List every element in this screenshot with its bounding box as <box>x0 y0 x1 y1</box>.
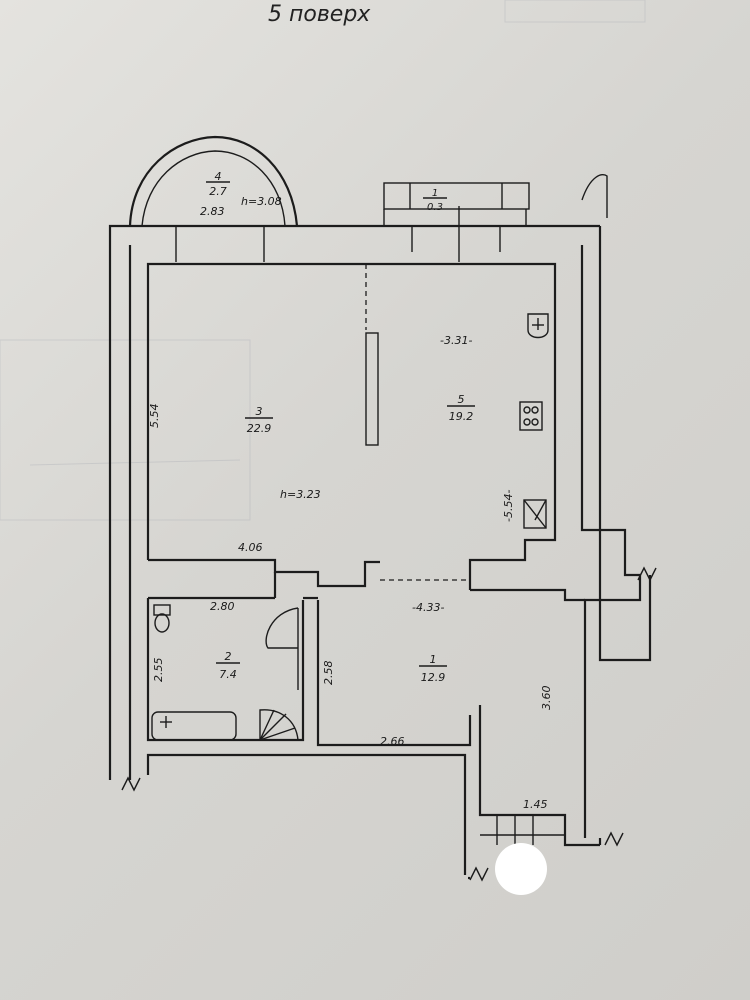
loggia-number: 1 <box>432 188 438 199</box>
balcony-labels: 4 2.7 2.83 h=3.08 <box>200 170 282 218</box>
wardrobe-partition <box>365 332 379 446</box>
room3-width: 4.06 <box>238 541 263 554</box>
balcony-height: h=3.08 <box>241 195 282 208</box>
toilet-icon <box>153 604 171 633</box>
room3-height: h=3.23 <box>280 488 321 501</box>
room3-area: 22.9 <box>247 422 272 435</box>
stove-icon <box>519 401 543 431</box>
loggia-area: 0.3 <box>427 202 443 213</box>
background-stamp <box>0 0 646 521</box>
hall-area: 12.9 <box>421 671 446 684</box>
hall-side: 3.60 <box>540 686 553 711</box>
room5-width: -3.31- <box>440 334 472 347</box>
entrance-door-arc <box>581 173 608 218</box>
room5-number: 5 <box>458 393 465 406</box>
bathroom-area: 7.4 <box>219 668 237 681</box>
balcony-number: 4 <box>215 170 222 183</box>
fridge-icon <box>523 499 547 529</box>
break-marks <box>121 566 657 882</box>
hall-number: 1 <box>430 653 437 666</box>
sink-icon <box>527 313 549 339</box>
bathroom-width: 2.80 <box>210 600 235 613</box>
hall-width2: 2.66 <box>380 735 405 748</box>
redaction-circle <box>495 843 547 895</box>
balcony-dimension: 2.83 <box>200 205 225 218</box>
loggia-box <box>383 182 530 226</box>
bathroom-number: 2 <box>225 650 232 663</box>
hall-length: 2.58 <box>322 661 335 686</box>
room5-length: -5.54- <box>502 490 515 522</box>
floor-title: 5 поверх <box>268 2 371 27</box>
room5-area: 19.2 <box>449 410 474 423</box>
room5-labels: 5 19.2 -3.31- -5.54- <box>440 334 515 522</box>
entrance-dimension: 1.45 <box>523 798 548 811</box>
room3-number: 3 <box>256 405 263 418</box>
balcony-area: 2.7 <box>209 185 227 198</box>
room3-labels: 3 22.9 h=3.23 4.06 5.54 <box>148 404 321 555</box>
hall-width: -4.33- <box>412 601 444 614</box>
top-windows <box>175 206 501 262</box>
shower-icon <box>259 709 299 741</box>
bathtub-icon <box>151 711 237 741</box>
loggia-labels: 1 0.3 <box>423 188 447 213</box>
hall-labels: 1 12.9 -4.33- 2.66 2.58 3.60 <box>322 601 553 748</box>
room3-length: 5.54 <box>148 404 161 429</box>
bathroom-length: 2.55 <box>152 658 165 683</box>
outer-walls <box>108 224 652 880</box>
door-swing-icon <box>265 607 299 690</box>
balcony-arc <box>128 135 299 227</box>
entrance-steps <box>480 815 565 845</box>
bathroom-labels: 2 7.4 2.80 2.55 <box>152 600 240 682</box>
